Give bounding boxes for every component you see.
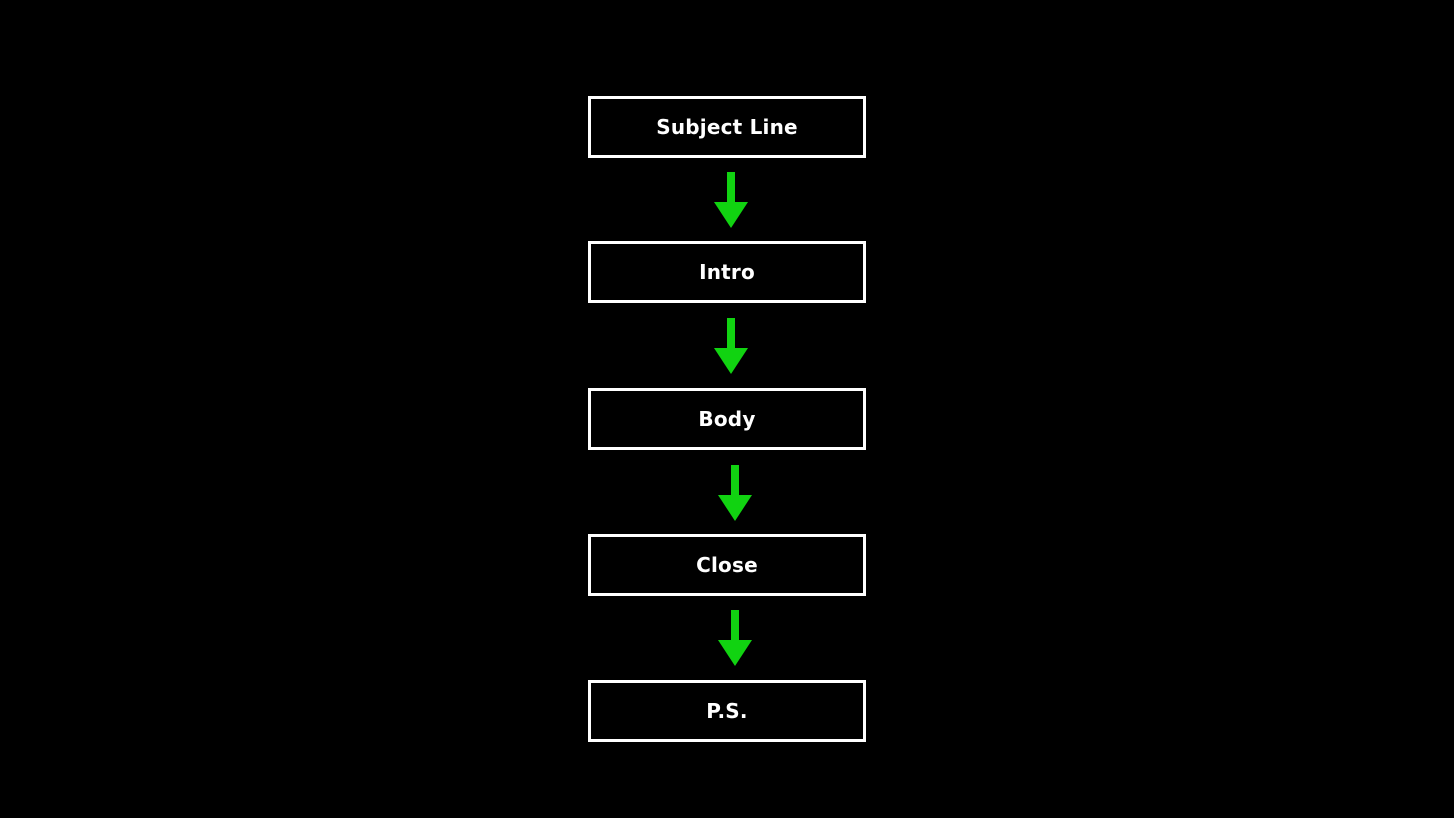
step-label: Subject Line	[656, 115, 798, 139]
step-close: Close	[588, 534, 866, 596]
step-label: Close	[696, 553, 758, 577]
step-ps: P.S.	[588, 680, 866, 742]
step-body: Body	[588, 388, 866, 450]
step-label: Intro	[699, 260, 755, 284]
step-subject-line: Subject Line	[588, 96, 866, 158]
step-label: Body	[698, 407, 756, 431]
step-label: P.S.	[706, 699, 748, 723]
arrow-down-icon	[714, 172, 748, 228]
arrow-down-icon	[718, 465, 752, 521]
arrow-down-icon	[718, 610, 752, 666]
arrow-down-icon	[714, 318, 748, 374]
step-intro: Intro	[588, 241, 866, 303]
